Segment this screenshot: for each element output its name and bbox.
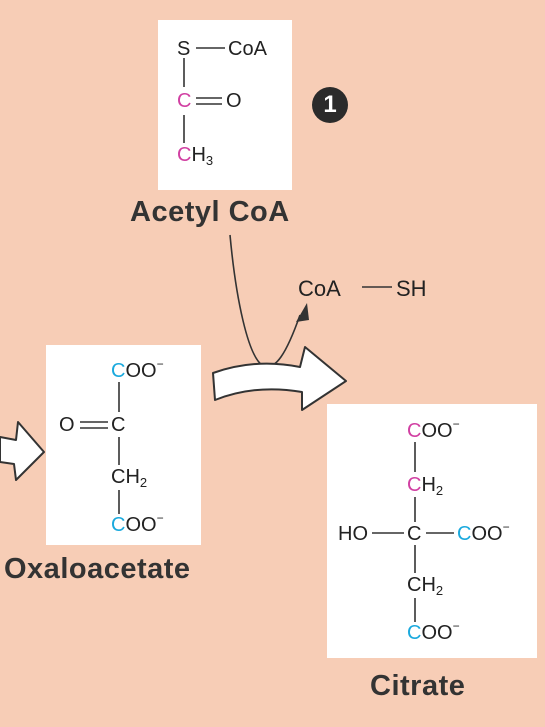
step-number: 1	[323, 91, 337, 118]
cit-center-carbon: C	[407, 523, 422, 545]
oxa-keto-oxygen: O	[59, 414, 75, 436]
cit-right-charge: −	[502, 520, 510, 534]
cit-ch2-upper-h: H	[421, 474, 436, 496]
cit-ch2-lower-subscript: 2	[435, 583, 444, 598]
cit-right-carbon: C	[457, 523, 472, 545]
coa-sh-sh: SH	[396, 276, 427, 301]
coa-sh-arrowhead	[296, 303, 309, 322]
oxa-top-charge: −	[156, 357, 164, 371]
citrate-box	[327, 404, 537, 658]
oxa-bottom-charge: −	[156, 511, 164, 525]
cit-ch2-upper: CH2	[407, 474, 444, 498]
cit-right-oo: OO	[471, 523, 503, 545]
oxa-mid-carbon: C	[111, 414, 126, 436]
acetyl-s: S	[177, 38, 191, 60]
cit-top-charge: −	[452, 417, 460, 431]
acetyl-methyl-carbon: C	[177, 144, 192, 166]
oxa-bottom-carbon: C	[111, 514, 126, 536]
cit-bottom-carbon: C	[407, 622, 422, 644]
acetyl-carbonyl-carbon: C	[177, 90, 192, 112]
oxa-ch2-text: CH	[111, 466, 140, 488]
cit-right-carboxylate: COO−	[457, 521, 510, 545]
cit-ch2-upper-subscript: 2	[435, 483, 444, 498]
cit-ch2-lower-text: CH	[407, 574, 436, 596]
acetyl-methyl-h: H	[191, 144, 206, 166]
oxa-top-carboxylate: COO−	[111, 358, 164, 382]
acetyl-methyl: CH3	[177, 144, 214, 168]
cit-top-carbon: C	[407, 420, 422, 442]
acetyl-coa-label: CoA	[228, 38, 267, 60]
acetyl-oxygen: O	[226, 90, 242, 112]
step-number-badge: 1	[312, 87, 348, 123]
oxa-top-carbon: C	[111, 360, 126, 382]
coa-sh-coa: CoA	[298, 276, 341, 301]
oxa-ch2: CH2	[111, 466, 148, 490]
acetyl-methyl-subscript: 3	[205, 153, 214, 168]
oxa-bottom-carboxylate: COO−	[111, 512, 164, 536]
oxa-top-oo: OO	[125, 360, 157, 382]
citrate-name: Citrate	[370, 670, 466, 702]
cit-top-oo: OO	[421, 420, 453, 442]
cit-bottom-charge: −	[452, 619, 460, 633]
cit-bottom-oo: OO	[421, 622, 453, 644]
cit-bottom-carboxylate: COO−	[407, 620, 460, 644]
cit-ch2-lower: CH2	[407, 574, 444, 598]
cit-top-carboxylate: COO−	[407, 418, 460, 442]
oxaloacetate-name: Oxaloacetate	[4, 553, 191, 585]
acetyl-coa-name: Acetyl CoA	[130, 196, 290, 228]
oxaloacetate-box	[46, 345, 201, 545]
reaction-curve	[229, 234, 301, 368]
oxa-ch2-subscript: 2	[139, 475, 148, 490]
oxa-bottom-oo: OO	[125, 514, 157, 536]
cit-ch2-upper-carbon: C	[407, 474, 422, 496]
cit-hydroxyl: HO	[338, 523, 368, 545]
main-reaction-arrow	[212, 346, 347, 411]
incoming-arrow	[0, 421, 45, 481]
